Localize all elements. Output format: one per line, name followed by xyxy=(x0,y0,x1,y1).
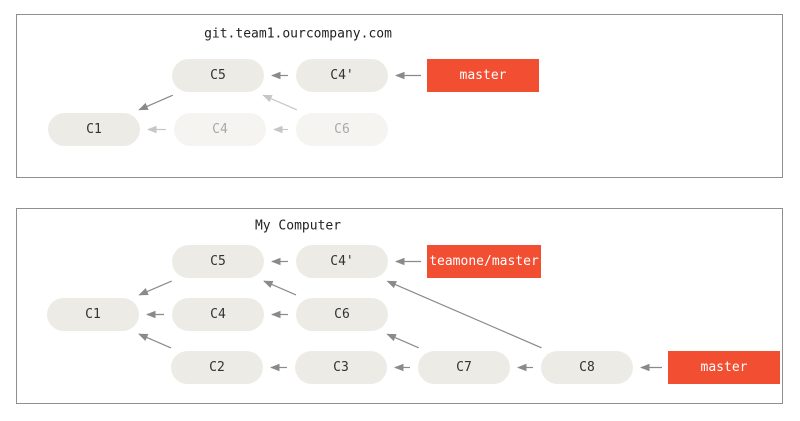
branch-label-master: master xyxy=(460,68,507,83)
branch-pointer-teamone-master: teamone/master xyxy=(427,245,541,278)
commit-node-c1: C1 xyxy=(47,298,139,331)
server-panel-title: git.team1.ourcompany.com xyxy=(204,27,392,42)
server-panel-frame xyxy=(16,14,783,178)
commit-node-c4-prime: C4' xyxy=(296,59,388,92)
parent-edge-c7-to-c6 xyxy=(386,333,419,349)
parent-edge-c2-to-c1 xyxy=(138,333,172,349)
branch-pointer-master: master xyxy=(668,351,780,384)
commit-label-c4-prime: C4' xyxy=(330,254,353,269)
server-commits: C1 C5 C4' C4 C6 xyxy=(48,59,388,146)
local-panel-title: My Computer xyxy=(255,219,341,234)
commit-label-c2: C2 xyxy=(209,360,225,375)
local-panel: My Computer C1 C5 C4' C4 C6 xyxy=(16,208,783,404)
commit-node-c6: C6 xyxy=(296,113,388,146)
commit-label-c1: C1 xyxy=(86,122,102,137)
server-edges xyxy=(138,71,421,134)
commit-label-c5: C5 xyxy=(210,68,226,83)
commit-label-c8: C8 xyxy=(579,360,595,375)
commit-node-c1: C1 xyxy=(48,113,140,146)
parent-edge-c8-to-c4-prime xyxy=(386,280,542,349)
commit-node-c5: C5 xyxy=(172,245,264,278)
parent-edge-c5-to-c1 xyxy=(138,280,172,296)
commit-node-c5: C5 xyxy=(172,59,264,92)
commit-node-c3: C3 xyxy=(295,351,387,384)
commit-label-c4: C4 xyxy=(210,307,226,322)
commit-label-c1: C1 xyxy=(85,307,101,322)
parent-edge-c6-to-c5 xyxy=(263,280,297,296)
branch-label-teamone-master: teamone/master xyxy=(429,254,539,269)
commit-label-c5: C5 xyxy=(210,254,226,269)
commit-node-c4-prime: C4' xyxy=(296,245,388,278)
local-branches: teamone/master master xyxy=(427,245,780,384)
commit-node-c4: C4 xyxy=(172,298,264,331)
commit-node-c6: C6 xyxy=(296,298,388,331)
commit-node-c4: C4 xyxy=(174,113,266,146)
commit-label-c6: C6 xyxy=(334,122,350,137)
local-edges xyxy=(138,257,662,372)
commit-node-c2: C2 xyxy=(171,351,263,384)
commit-label-c3: C3 xyxy=(333,360,349,375)
commit-label-c6: C6 xyxy=(334,307,350,322)
branch-pointer-master: master xyxy=(427,59,539,92)
parent-edge-c5-to-c1 xyxy=(138,94,174,111)
parent-edge-c6-to-c5 xyxy=(262,94,298,111)
commit-node-c7: C7 xyxy=(418,351,510,384)
server-branches: master xyxy=(427,59,539,92)
commit-label-c4: C4 xyxy=(212,122,228,137)
commit-label-c4-prime: C4' xyxy=(330,68,353,83)
branch-label-master: master xyxy=(701,360,748,375)
commit-node-c8: C8 xyxy=(541,351,633,384)
commit-label-c7: C7 xyxy=(456,360,472,375)
server-panel: git.team1.ourcompany.com C1 C5 C4' C4 C6 xyxy=(16,14,783,178)
local-commits: C1 C5 C4' C4 C6 C2 xyxy=(47,245,633,384)
